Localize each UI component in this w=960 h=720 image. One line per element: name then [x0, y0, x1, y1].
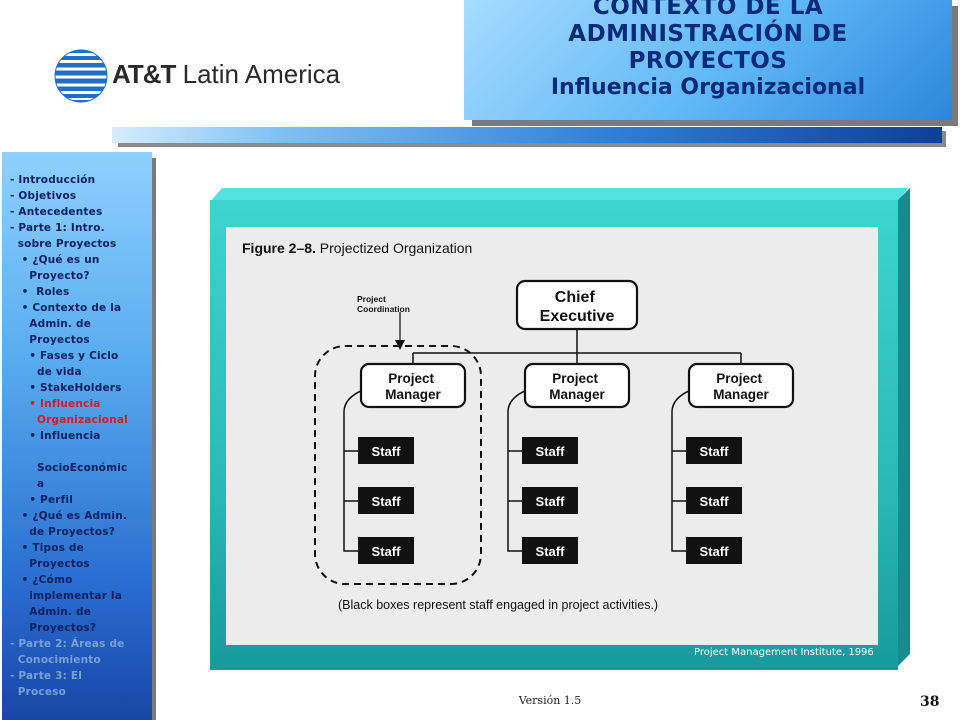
sidebar-item: • Roles: [10, 286, 70, 298]
sidebar-item: implementar la: [10, 590, 123, 602]
title-box: CONTEXTO DE LA ADMINISTRACIÓN DE PROYECT…: [464, 0, 952, 120]
sidebar-item: a: [10, 478, 45, 490]
sidebar-item: • Influencia: [10, 398, 101, 410]
sidebar-item: • Contexto de la: [10, 302, 122, 314]
page-number: 38: [920, 694, 940, 710]
sidebar-item: • ¿Qué es un: [10, 254, 100, 266]
sidebar-item: - Parte 3: El: [10, 670, 83, 682]
sidebar-item: • StakeHolders: [10, 382, 122, 394]
figure-caption: (Black boxes represent staff engaged in …: [338, 598, 659, 612]
sidebar-item: Proyectos: [10, 334, 90, 346]
figure-label: Figure 2–8.: [242, 240, 316, 256]
sidebar-item: - Objetivos: [10, 190, 77, 202]
version-label: Versión 1.5: [518, 694, 582, 707]
sidebar-item: SocioEconómic: [10, 462, 128, 474]
sidebar-item: • Perfil: [10, 494, 74, 506]
figure-title: Figure 2–8. Projectized Organization: [242, 240, 472, 256]
sidebar-item: - Parte 1: Intro.: [10, 222, 105, 234]
title-line-3: PROYECTOS: [628, 48, 788, 74]
sidebar-outline: - Introducción - Objetivos - Antecedentes -…: [2, 152, 152, 720]
globe-icon: [54, 49, 108, 103]
brand-latin-america: Latin America: [175, 59, 341, 89]
sidebar-item: Admin. de: [10, 318, 92, 330]
sidebar-item: Admin. de: [10, 606, 92, 618]
brand-att: AT&T: [112, 59, 176, 89]
sidebar-item: Proceso: [10, 686, 67, 698]
sidebar-item: [10, 444, 150, 460]
diagram-panel: [226, 227, 878, 645]
sidebar-item: • Influencia: [10, 430, 101, 442]
sidebar-item: de vida: [10, 366, 82, 378]
att-logo: AT&T Latin America: [52, 48, 352, 104]
title-line-2: ADMINISTRACIÓN DE: [568, 21, 848, 47]
page-title: CONTEXTO DE LA ADMINISTRACIÓN DE PROYECT…: [464, 0, 952, 75]
sidebar-item: - Parte 2: Áreas de: [10, 638, 125, 650]
page-subtitle: Influencia Organizacional: [550, 75, 866, 100]
sidebar-item: • Tipos de: [10, 542, 84, 554]
sidebar-item: • ¿Cómo: [10, 574, 73, 586]
sidebar-item: Proyecto?: [10, 270, 90, 282]
sidebar-item: sobre Proyectos: [10, 238, 117, 250]
figure-title-text: Projectized Organization: [315, 240, 473, 256]
sidebar-item: Organizacional: [10, 414, 128, 426]
frame-top-bevel: [210, 188, 908, 202]
sidebar-item: Conocimiento: [10, 654, 101, 666]
header-bar: [112, 127, 942, 143]
source-credit: Project Management Institute, 1996: [694, 647, 874, 658]
sidebar-item: Proyectos?: [10, 622, 97, 634]
sidebar-item: - Antecedentes: [10, 206, 103, 218]
sidebar-item: - Introducción: [10, 174, 96, 186]
sidebar-item: Proyectos: [10, 558, 90, 570]
frame-right-bevel: [896, 188, 910, 668]
brand-name: AT&T Latin America: [112, 59, 340, 90]
title-line-1: CONTEXTO DE LA: [592, 0, 824, 20]
sidebar-item: de Proyectos?: [10, 526, 116, 538]
sidebar-item: • Fases y Ciclo: [10, 350, 119, 362]
sidebar-item: • ¿Qué es Admin.: [10, 510, 128, 522]
